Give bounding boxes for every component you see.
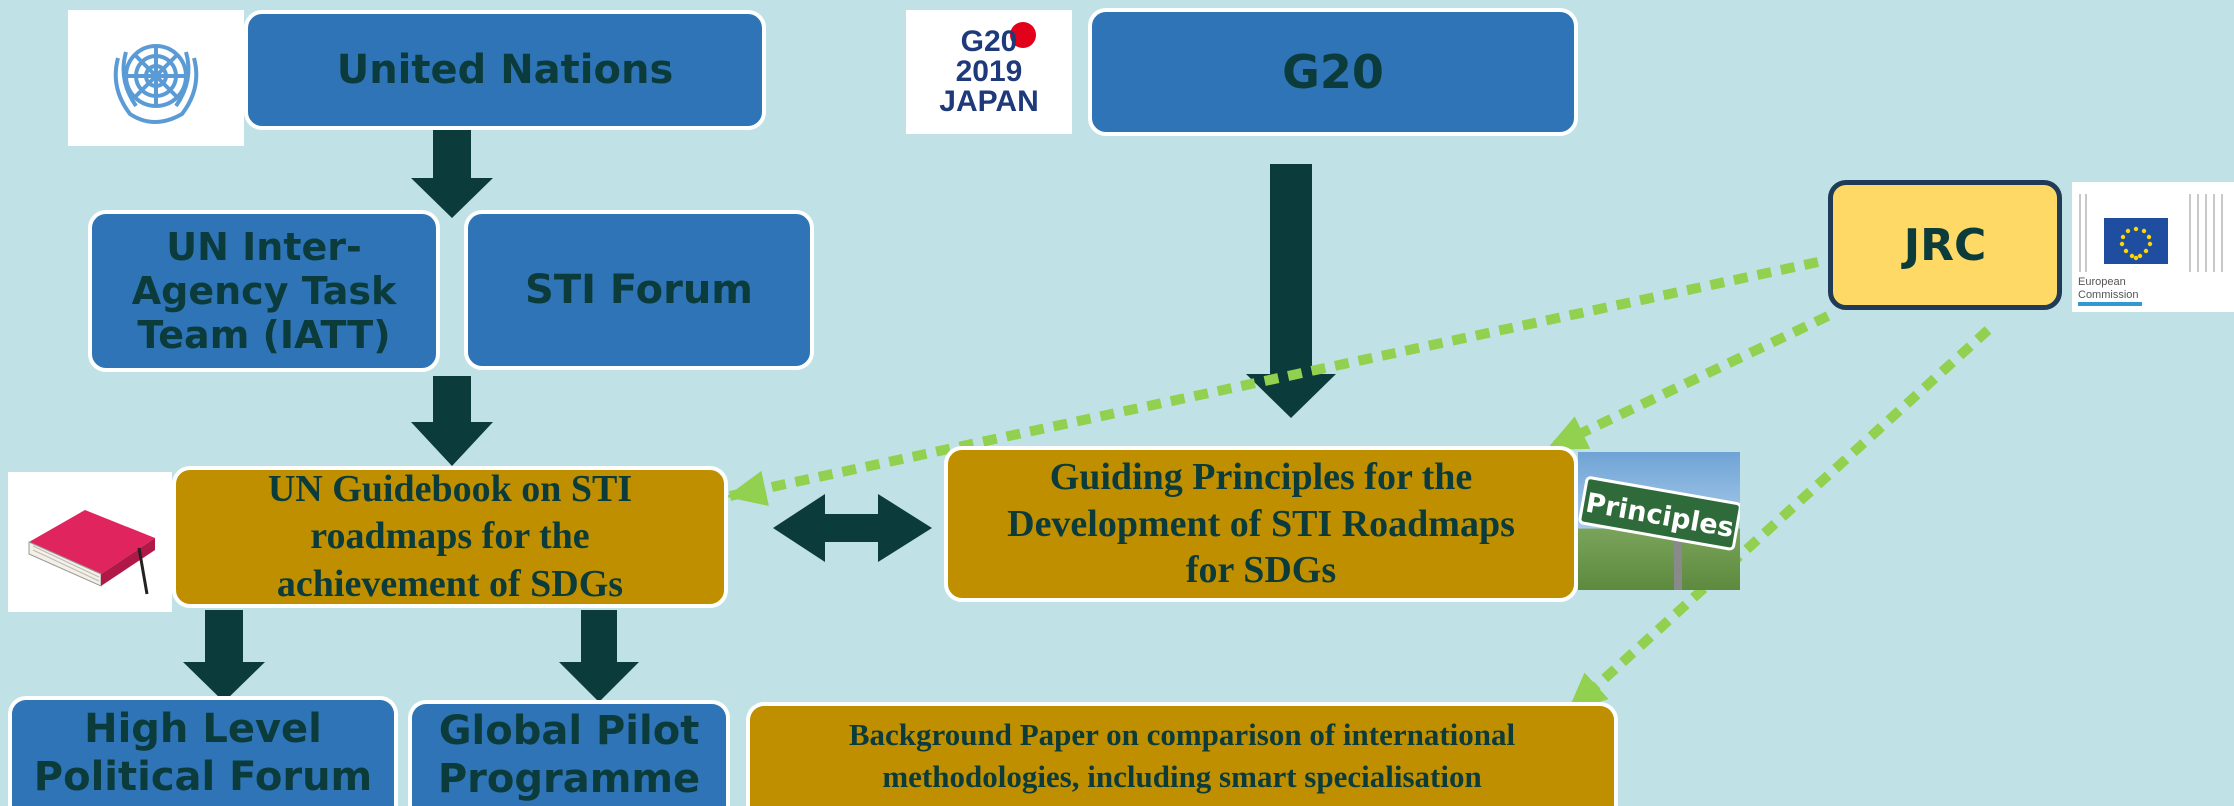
arrow-g20-to-principles: [1246, 164, 1336, 418]
eu-flag-icon: [2078, 194, 2223, 306]
g20-logo-line-3: JAPAN: [939, 85, 1039, 118]
principles-label-line-3: for SDGs: [1185, 549, 1337, 592]
arrow-guidebook-to-hlpf: [183, 610, 265, 702]
gpp-label-line-1: Global Pilot: [438, 708, 700, 754]
un-emblem-icon: [113, 44, 199, 124]
g20-japan-logo: G20 2019 JAPAN: [906, 10, 1072, 134]
principles-sign-icon: Principles: [1578, 476, 1740, 590]
un-guidebook-box: UN Guidebook on STI roadmaps for the ach…: [172, 466, 728, 608]
arrow-forums-to-guidebook: [411, 376, 493, 466]
guiding-principles-box: Guiding Principles for the Development o…: [944, 446, 1578, 602]
principles-sign-image: Principles: [1578, 452, 1740, 590]
iatt-label-line-2: Agency Task: [131, 268, 397, 313]
ec-logo-line-1: European: [2078, 276, 2126, 288]
arrow-un-to-iatt: [411, 128, 493, 218]
gpp-label-line-2: Programme: [437, 756, 701, 802]
background-paper-label-line-1: Background Paper on comparison of intern…: [848, 717, 1516, 753]
background-paper-label-line-2: methodologies, including smart specialis…: [882, 759, 1482, 794]
dotted-arrow-jrc-to-principles: [1546, 311, 1831, 453]
hlpf-label-line-2: Political Forum: [33, 754, 373, 800]
sti-forum-label: STI Forum: [525, 267, 753, 313]
hlpf-box: High Level Political Forum: [8, 696, 398, 806]
g20-box: G20: [1088, 8, 1578, 136]
red-book-icon: [28, 510, 155, 595]
guidebook-label-line-2: roadmaps for the: [310, 515, 590, 558]
global-pilot-programme-box: Global Pilot Programme: [408, 700, 730, 806]
iatt-label-line-3: Team (IATT): [137, 313, 391, 358]
principles-label-line-1: Guiding Principles for the: [1049, 456, 1473, 499]
principles-label-line-2: Development of STI Roadmaps: [1007, 502, 1515, 545]
g20-logo-line-1: G20: [960, 25, 1018, 58]
double-arrow-guidebook-principles: [773, 494, 932, 562]
ec-logo-line-2: Commission: [2078, 288, 2139, 301]
sti-forum-box: STI Forum: [464, 210, 814, 370]
arrow-guidebook-to-gpp: [559, 610, 639, 702]
guidebook-label-line-1: UN Guidebook on STI: [267, 468, 633, 511]
jrc-box: JRC: [1828, 180, 2062, 310]
united-nations-label: United Nations: [336, 47, 674, 93]
dotted-arrow-jrc-to-guidebook: [726, 257, 1820, 507]
un-emblem-logo: [68, 10, 244, 146]
g20-label: G20: [1282, 45, 1384, 99]
iatt-box: UN Inter- Agency Task Team (IATT): [88, 210, 440, 372]
guidebook-label-line-3: achievement of SDGs: [276, 562, 624, 605]
united-nations-box: United Nations: [244, 10, 766, 130]
background-paper-box: Background Paper on comparison of intern…: [746, 702, 1618, 806]
g20-logo-line-2: 2019: [955, 55, 1023, 88]
iatt-label-line-1: UN Inter-: [166, 224, 362, 269]
rising-sun-icon: [1010, 22, 1036, 48]
european-commission-logo: European Commission: [2072, 182, 2234, 312]
book-image: [8, 472, 172, 612]
jrc-label: JRC: [1903, 219, 1987, 271]
hlpf-label-line-1: High Level: [84, 706, 322, 752]
